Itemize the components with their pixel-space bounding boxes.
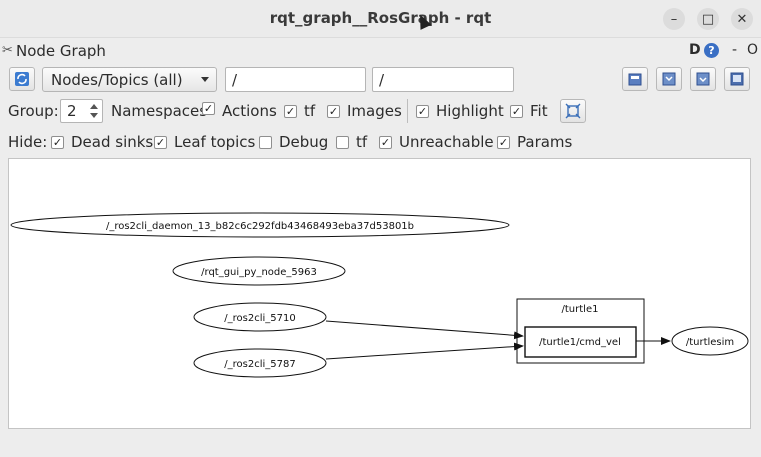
namespaces-label: Namespaces (111, 102, 208, 120)
actions-label: Actions (222, 102, 277, 120)
graph-topic-cmd-vel[interactable]: /turtle1/cmd_vel (524, 326, 637, 358)
group-spinbox[interactable]: 2 (60, 99, 103, 123)
node-label: /_ros2cli_daemon_13_b82c6c292fdb43468493… (106, 221, 414, 232)
debug-checkbox[interactable]: Debug (259, 133, 328, 151)
node-filter-input[interactable]: / (225, 67, 366, 92)
params-checkbox[interactable]: ✓ Params (497, 133, 572, 151)
checkbox-icon: ✓ (327, 104, 340, 118)
save-dot-icon (662, 72, 676, 86)
hide-label: Hide: (8, 133, 48, 151)
graph-node-gui[interactable]: /rqt_gui_py_node_5963 (172, 256, 346, 286)
fit-in-view-icon (565, 103, 581, 119)
d-button[interactable]: D (689, 42, 701, 58)
load-dot-button[interactable] (622, 67, 648, 91)
graph-mode-combo[interactable]: Nodes/Topics (all) (42, 67, 217, 92)
graph-node-cli2[interactable]: /_ros2cli_5787 (193, 348, 327, 378)
window-titlebar: rqt_graph__RosGraph - rqt – □ ✕ (0, 0, 761, 38)
save-image-button[interactable] (724, 67, 750, 91)
images-label: Images (347, 102, 402, 120)
checkbox-icon: ✓ (379, 135, 392, 149)
node-label: /rqt_gui_py_node_5963 (201, 267, 317, 278)
fit-label: Fit (530, 102, 548, 120)
close-button[interactable]: ✕ (731, 8, 753, 30)
checkbox-icon: ✓ (51, 135, 64, 149)
edge-cli2-to-cmd-vel (325, 342, 524, 360)
graph-node-cli1[interactable]: /_ros2cli_5710 (193, 302, 327, 332)
unreachable-label: Unreachable (399, 133, 494, 151)
save-svg-button[interactable] (690, 67, 716, 91)
save-dot-button[interactable] (656, 67, 682, 91)
graph-svg: /_ros2cli_daemon_13_b82c6c292fdb43468493… (10, 212, 749, 378)
minimize-button[interactable]: – (663, 8, 685, 30)
checkbox-icon (259, 135, 272, 149)
unreachable-checkbox[interactable]: ✓ Unreachable (379, 133, 494, 151)
actions-checkbox[interactable]: Actions (202, 102, 277, 120)
node-label: /_ros2cli_5787 (224, 359, 295, 370)
help-icon[interactable]: ? (704, 43, 719, 58)
fit-checkbox[interactable]: ✓ Fit (510, 102, 548, 120)
dead-sinks-checkbox[interactable]: ✓ Dead sinks (51, 133, 153, 151)
edge-cli1-to-cmd-vel (325, 320, 524, 340)
graph-namespace-turtle1: /turtle1 (516, 298, 645, 364)
topic-filter-input[interactable]: / (372, 67, 514, 92)
toolbar-separator (407, 99, 408, 123)
checkbox-icon: ✓ (154, 135, 167, 149)
checkbox-icon: ✓ (497, 135, 510, 149)
graph-canvas[interactable]: /_ros2cli_daemon_13_b82c6c292fdb43468493… (8, 158, 751, 429)
chevron-down-icon (201, 77, 209, 82)
image-icon (730, 72, 744, 86)
leaf-topics-label: Leaf topics (174, 133, 256, 151)
maximize-button[interactable]: □ (697, 8, 719, 30)
checkbox-icon: ✓ (202, 102, 215, 115)
refresh-icon (15, 72, 29, 86)
group-label: Group: (8, 102, 59, 120)
tf-checkbox[interactable]: ✓ tf (284, 102, 315, 120)
checkbox-icon: ✓ (284, 104, 297, 118)
window-title: rqt_graph__RosGraph - rqt (269, 9, 492, 27)
graph-node-turtlesim[interactable]: /turtlesim (671, 326, 749, 356)
group-value: 2 (67, 102, 77, 120)
spin-up-icon[interactable] (90, 104, 98, 109)
leaf-topics-checkbox[interactable]: ✓ Leaf topics (154, 133, 255, 151)
folder-icon (628, 73, 642, 86)
save-svg-icon (696, 72, 710, 86)
minimize-plugin-button[interactable]: - (732, 42, 738, 58)
graph-mode-value: Nodes/Topics (all) (51, 71, 183, 89)
node-label: /turtlesim (686, 337, 734, 348)
highlight-label: Highlight (436, 102, 504, 120)
checkbox-icon: ✓ (416, 104, 429, 118)
hide-tf-label: tf (356, 133, 368, 151)
fit-view-button[interactable] (560, 99, 586, 123)
plugin-title: Node Graph (16, 42, 106, 60)
refresh-button[interactable] (9, 67, 35, 91)
topic-label: /turtle1/cmd_vel (539, 337, 621, 348)
namespaces-checkbox[interactable]: ✓ (202, 102, 222, 115)
highlight-checkbox[interactable]: ✓ Highlight (416, 102, 504, 120)
checkbox-icon: ✓ (510, 104, 523, 118)
params-label: Params (517, 133, 573, 151)
dead-sinks-label: Dead sinks (71, 133, 154, 151)
images-checkbox[interactable]: ✓ Images (327, 102, 402, 120)
tf-label: tf (304, 102, 316, 120)
close-plugin-button[interactable]: O (747, 42, 759, 58)
plugin-header: ✂ Node Graph D ? - O (0, 40, 761, 62)
checkbox-icon (336, 135, 349, 149)
debug-label: Debug (279, 133, 329, 151)
graph-node-daemon[interactable]: /_ros2cli_daemon_13_b82c6c292fdb43468493… (10, 212, 510, 238)
spin-down-icon[interactable] (90, 113, 98, 118)
namespace-label: /turtle1 (562, 304, 599, 315)
hide-tf-checkbox[interactable]: tf (336, 133, 367, 151)
wrench-icon: ✂ (2, 43, 13, 58)
node-label: /_ros2cli_5710 (224, 313, 295, 324)
